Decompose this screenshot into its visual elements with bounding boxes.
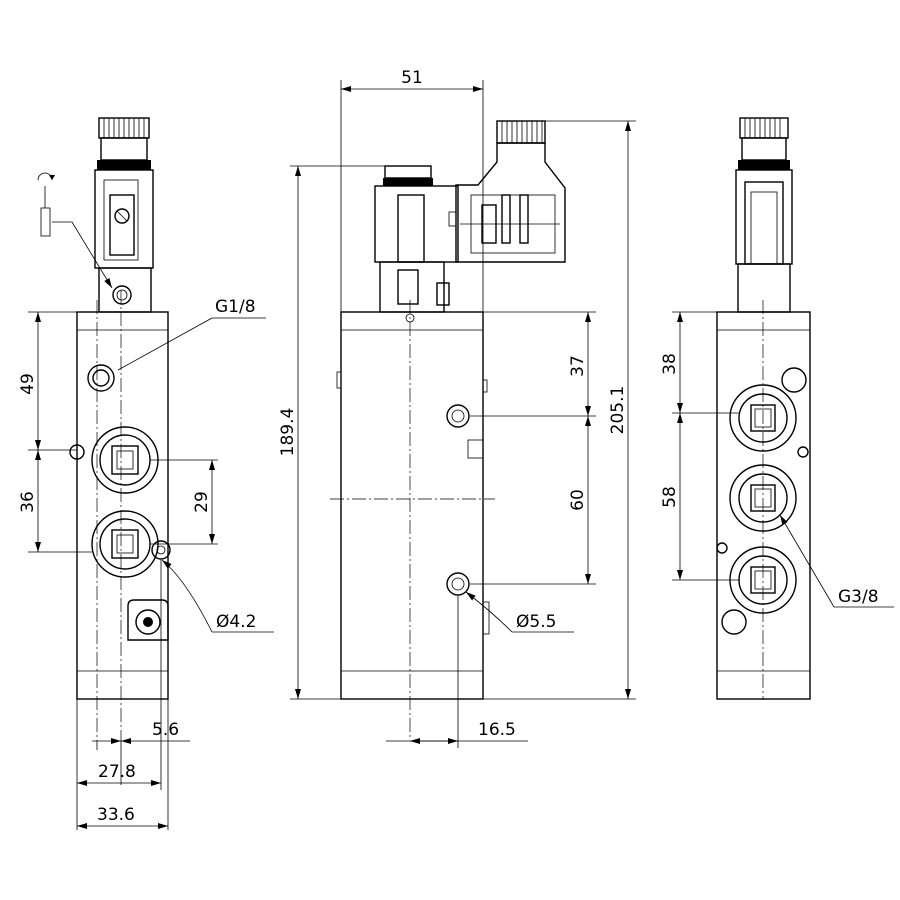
dim-189-4-label: 189.4: [278, 408, 298, 457]
g18-label: G1/8: [215, 297, 256, 317]
middle-mount-hole-upper: [446, 404, 470, 428]
left-knob-band: [97, 160, 151, 170]
left-port-lower: [91, 510, 159, 578]
g18-leader: [117, 317, 213, 371]
middle-mount-hole-lower: [446, 572, 470, 596]
dim-51-label: 51: [401, 68, 423, 88]
dim-29-label: 29: [192, 491, 212, 513]
middle-valve-body: [340, 311, 484, 700]
g38-label: G3/8: [838, 587, 879, 607]
dim-37-label: 37: [568, 355, 588, 377]
screwdriver-icon: [40, 207, 51, 237]
right-view: 38 58 G3/8: [660, 117, 894, 700]
left-view: G1/8 Ø4.2 49 36 29: [18, 117, 274, 830]
right-port-1: [729, 384, 797, 452]
dia55-label: Ø5.5: [516, 612, 556, 632]
dim-49-label: 49: [18, 373, 38, 395]
middle-view: 51 189.4 205.1 37 60 Ø5.5 16.5: [278, 68, 636, 748]
dim-60-label: 60: [568, 489, 588, 511]
connector-knob: [496, 120, 546, 144]
dim-58-label: 58: [660, 486, 680, 508]
left-manual-override: [112, 285, 132, 305]
dim-38-label: 38: [660, 353, 680, 375]
dim-33-6-label: 33.6: [97, 805, 135, 825]
right-knurled-knob: [739, 117, 789, 139]
dim-27-8-label: 27.8: [98, 762, 136, 782]
left-pilot-port: [87, 364, 115, 392]
right-port-2: [729, 464, 797, 532]
middle-knob: [384, 165, 432, 179]
dim-36-label: 36: [18, 491, 38, 513]
left-port-upper: [91, 426, 159, 494]
dim-16-5-label: 16.5: [478, 720, 516, 740]
middle-solenoid-coil: [374, 185, 459, 263]
dia42-label: Ø4.2: [216, 612, 256, 632]
dim-5-6-label: 5.6: [152, 720, 179, 740]
left-mounting-hole: [151, 540, 171, 560]
dim-205-1-label: 205.1: [608, 386, 628, 435]
connector-plug: [455, 142, 566, 263]
